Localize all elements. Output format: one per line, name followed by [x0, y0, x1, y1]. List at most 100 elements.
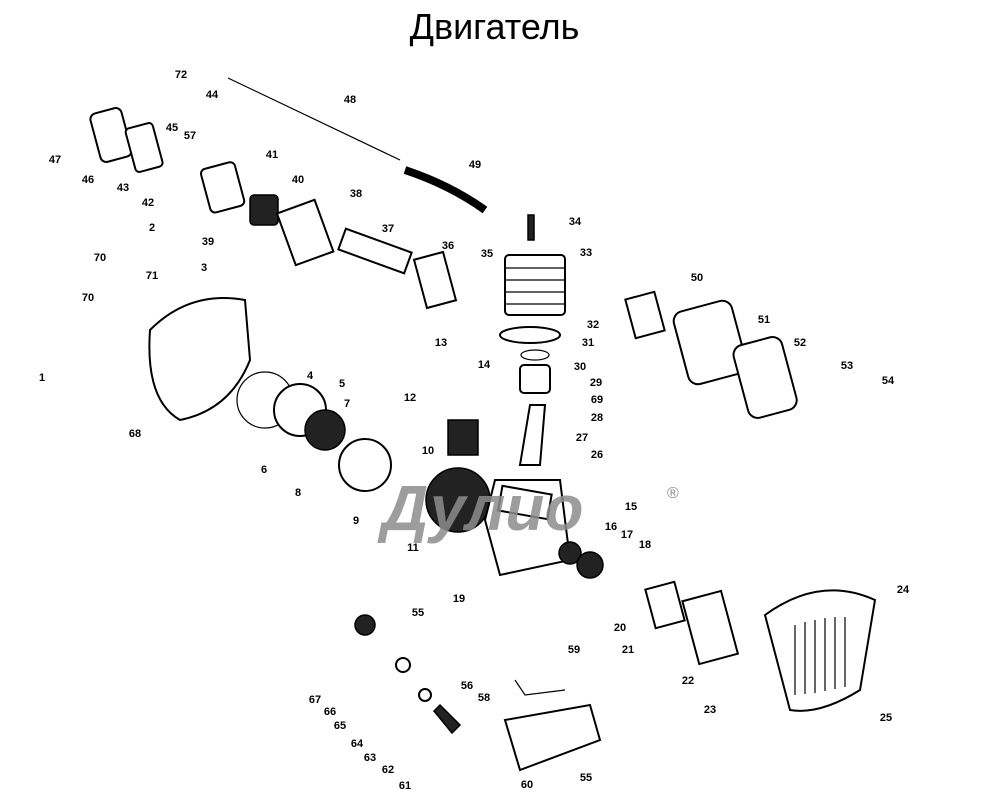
part-label-61: 61: [399, 780, 411, 792]
carburetor-cover: [200, 161, 246, 214]
part-label-38: 38: [350, 188, 362, 200]
muffler-gasket: [624, 290, 666, 340]
starter-housing: [148, 297, 252, 422]
part-label-32: 32: [587, 319, 599, 331]
part-61: [432, 703, 462, 735]
intake-37: [337, 227, 413, 275]
carburetor: [249, 194, 279, 226]
registered-mark: ®: [667, 485, 679, 502]
fan-cover-24: [763, 589, 877, 712]
part-label-8: 8: [295, 487, 301, 499]
diagram-title: Двигатель: [409, 6, 580, 47]
part-label-6: 6: [261, 464, 267, 476]
insulator-36: [412, 250, 458, 310]
part-label-64: 64: [351, 738, 364, 750]
part-label-46: 46: [82, 174, 94, 186]
part-label-34: 34: [569, 216, 582, 228]
piston-ring: [520, 349, 550, 361]
part-label-5: 5: [339, 378, 345, 390]
part-label-57: 57: [184, 130, 196, 142]
gasket-15: [496, 484, 553, 521]
part-label-65: 65: [334, 720, 346, 732]
gasket-38: [275, 198, 335, 267]
bearing-18: [576, 551, 604, 579]
part-label-27: 27: [576, 432, 588, 444]
part-label-28: 28: [591, 412, 603, 424]
part-67: [354, 614, 376, 636]
part-label-41: 41: [266, 149, 278, 161]
fan-cover-grille: [794, 617, 846, 695]
part-label-11: 11: [407, 542, 419, 554]
part-label-59: 59: [568, 644, 580, 656]
part-label-15: 15: [625, 501, 637, 513]
part-label-43: 43: [117, 182, 129, 194]
spark-plug: [527, 214, 535, 241]
cylinder-fins: [505, 267, 565, 305]
part-label-24: 24: [897, 584, 910, 596]
part-label-44: 44: [206, 89, 219, 101]
part-label-53: 53: [841, 360, 853, 372]
part-65: [395, 657, 411, 673]
part-label-62: 62: [382, 764, 394, 776]
part-label-55: 55: [580, 772, 592, 784]
part-label-36: 36: [442, 240, 454, 252]
cable-sleeve: [403, 166, 488, 214]
part-label-47: 47: [49, 154, 61, 166]
part-label-42: 42: [142, 197, 154, 209]
part-label-26: 26: [591, 449, 603, 461]
part-label-72: 72: [175, 69, 187, 81]
part-label-51: 51: [758, 314, 770, 326]
part-label-10: 10: [422, 445, 434, 457]
part-label-39: 39: [202, 236, 214, 248]
bearing-17: [558, 541, 582, 565]
part-label-13: 13: [435, 337, 447, 349]
part-label-50: 50: [691, 272, 703, 284]
starter-cup-8: [338, 438, 392, 492]
clutch-plate-21: [644, 580, 686, 630]
part-label-56: 56: [461, 680, 473, 692]
air-filter-base: [124, 122, 164, 173]
part-label-54: 54: [882, 375, 895, 387]
base-60: [503, 703, 602, 772]
part-label-21: 21: [622, 644, 634, 656]
part-label-25: 25: [880, 712, 892, 724]
part-label-18: 18: [639, 539, 651, 551]
connecting-rod: [518, 404, 547, 466]
part-label-70: 70: [82, 292, 94, 304]
housing-22: [681, 589, 740, 666]
part-label-2: 2: [149, 222, 155, 234]
part-label-58: 58: [478, 692, 490, 704]
part-label-40: 40: [292, 174, 304, 186]
part-label-22: 22: [682, 675, 694, 687]
part-label-68: 68: [129, 428, 141, 440]
part-label-33: 33: [580, 247, 592, 259]
part-label-29: 29: [590, 377, 602, 389]
gasket-32: [499, 326, 561, 344]
part-label-30: 30: [574, 361, 586, 373]
cylinder: [504, 254, 566, 316]
part-label-49: 49: [469, 159, 481, 171]
part-label-20: 20: [614, 622, 626, 634]
part-label-63: 63: [364, 752, 376, 764]
part-label-55: 55: [412, 607, 424, 619]
part-63: [418, 688, 432, 702]
part-label-37: 37: [382, 223, 394, 235]
part-label-9: 9: [353, 515, 359, 527]
part-label-31: 31: [582, 337, 594, 349]
pulley-7: [304, 409, 346, 451]
part-label-7: 7: [344, 398, 350, 410]
piston: [519, 364, 551, 394]
ignition-coil: [447, 419, 479, 456]
part-label-12: 12: [404, 392, 416, 404]
part-label-71: 71: [146, 270, 158, 282]
part-label-16: 16: [605, 521, 617, 533]
part-label-19: 19: [453, 593, 465, 605]
part-label-48: 48: [344, 94, 356, 106]
watermark-logo: Дулио: [377, 472, 583, 544]
part-label-14: 14: [478, 359, 491, 371]
part-label-66: 66: [324, 706, 336, 718]
part-label-45: 45: [166, 122, 178, 134]
part-label-70: 70: [94, 252, 106, 264]
